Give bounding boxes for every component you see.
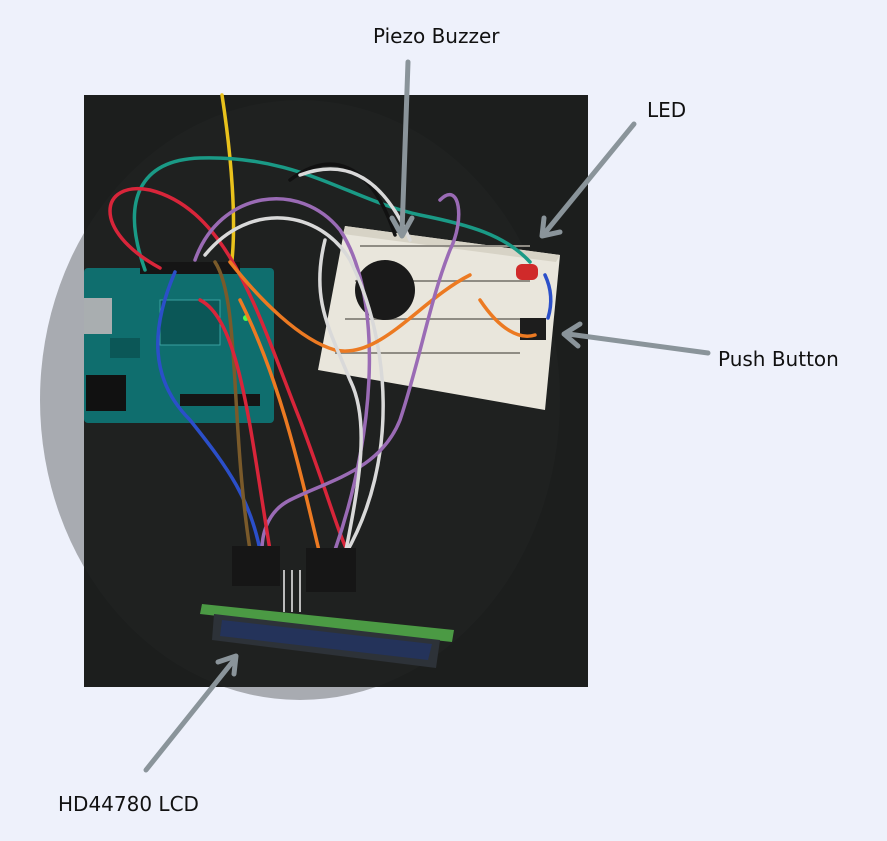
label-hd44780-lcd: HD44780 LCD: [58, 792, 199, 816]
arduino-board: [84, 262, 274, 423]
arrow-lcd: [143, 653, 239, 773]
annotation-arrows: [143, 59, 711, 773]
arrow-piezo: [389, 59, 415, 239]
label-push-button: Push Button: [718, 347, 839, 371]
arrow-push-button: [561, 321, 711, 356]
lcd-connector-pins: [232, 546, 356, 612]
label-piezo-buzzer: Piezo Buzzer: [373, 24, 500, 48]
label-led: LED: [647, 98, 687, 122]
lcd-module: [200, 604, 454, 668]
wires: [108, 93, 553, 557]
arrow-led: [539, 121, 637, 239]
